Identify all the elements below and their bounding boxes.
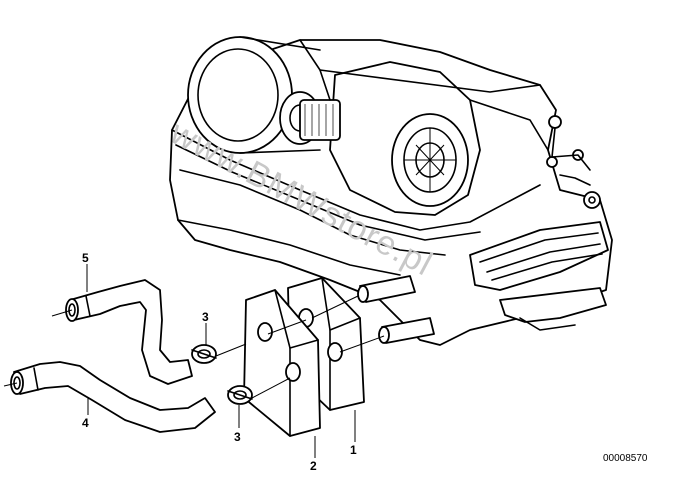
reference-code: 00008570	[603, 453, 648, 464]
hose-clamp-upper	[191, 344, 217, 364]
hose-clamp-lower	[227, 385, 253, 405]
heater-hose-part-5	[65, 279, 193, 385]
assembly-center-lines	[3, 295, 385, 399]
blower-motor	[299, 99, 341, 141]
heater-hose-part-4	[10, 361, 216, 433]
base-plate	[499, 287, 607, 323]
blower-drum-right	[329, 61, 481, 216]
pipe-nipple-lower	[378, 317, 435, 344]
part-label-4: 4	[82, 416, 89, 430]
heater-blower-assembly	[169, 36, 613, 346]
flap-linkage	[546, 115, 601, 209]
part-label-2: 2	[310, 459, 317, 473]
pipe-nipple-upper	[357, 275, 416, 303]
part-label-5: 5	[82, 251, 89, 265]
part-label-3-lower: 3	[234, 430, 241, 444]
air-outlet-channel	[469, 221, 609, 291]
leader-lines	[86, 264, 356, 458]
part-label-1: 1	[350, 443, 357, 457]
part-label-3-upper: 3	[202, 310, 209, 324]
